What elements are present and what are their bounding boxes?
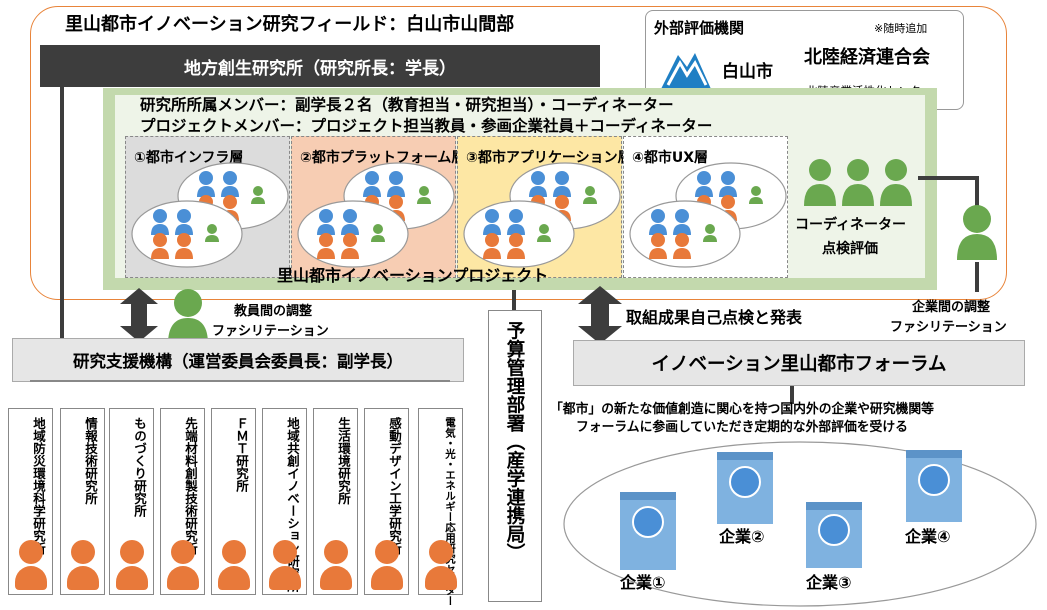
person-icon: [273, 540, 297, 564]
regional-revitalization-institute-bar: 地方創生研究所（研究所長：学長）: [40, 45, 600, 87]
double-arrow-right-icon: [578, 286, 622, 344]
faculty-coord-line2: ファシリテーション: [212, 324, 329, 339]
person-body-icon: [15, 566, 47, 590]
institute-box: 地域防災環境科学研究所: [8, 408, 53, 595]
evaluators-note: ※随時追加: [874, 22, 928, 35]
coordinator-label: コーディネーター: [795, 217, 907, 233]
person-icon: [71, 540, 95, 564]
layer-label: ②都市プラットフォーム層: [300, 150, 466, 166]
evaluator-org: 北陸経済連合会: [804, 47, 930, 68]
faculty-coord-line1: 教員間の調整: [234, 304, 313, 319]
budget-department-box: 予算管理部署（産学連携局）: [488, 310, 542, 602]
double-arrow-left-icon: [120, 288, 158, 342]
institute-box: 地域共創イノベーション研究所: [262, 408, 307, 595]
layer-label: ③都市アプリケーション層: [466, 150, 632, 166]
connector-line: [60, 86, 64, 338]
person-body-icon: [167, 566, 199, 590]
institute-name: 先端材料創製技術研究所: [183, 417, 198, 555]
companies-illustration: [563, 441, 1037, 607]
person-body-icon: [320, 566, 352, 590]
institute-name: ものづくり研究所: [132, 417, 147, 517]
company-1-label: 企業①: [620, 573, 666, 592]
company-coord-line1: 企業間の調整: [912, 300, 991, 315]
evaluator-city: 白山市: [722, 62, 773, 82]
company-2-label: 企業②: [719, 527, 765, 546]
company-coord-line2: ファシリテーション: [890, 320, 1007, 335]
faculty-facilitator-icon: [168, 289, 208, 344]
person-icon: [429, 540, 453, 564]
budget-department-label: 予算管理部署（産学連携局）: [504, 321, 525, 562]
person-icon: [324, 540, 348, 564]
layer-label: ①都市インフラ層: [134, 150, 244, 166]
person-icon: [19, 540, 43, 564]
evaluators-heading: 外部評価機関: [654, 19, 745, 37]
self-check-label: 取組成果自己点検と発表: [626, 308, 803, 327]
project-teams-illustration: [125, 160, 789, 276]
company-building-icon: [717, 452, 773, 524]
institute-name: 地域防災環境科学研究所: [31, 417, 46, 555]
person-body-icon: [67, 566, 99, 590]
research-support-org-bar: 研究支援機構（運営委員会委員長：副学長）: [12, 338, 464, 382]
person-icon: [120, 540, 144, 564]
company-building-icon: [906, 450, 962, 522]
person-body-icon: [269, 566, 301, 590]
connector-line: [975, 262, 979, 292]
person-icon: [171, 540, 195, 564]
field-title: 里山都市イノベーション研究フィールド：白山市山間部: [65, 14, 515, 35]
forum-desc-line1: 「都市」の新たな価値創造に関心を持つ国内外の企業や研究機関等: [550, 402, 934, 417]
person-body-icon: [425, 566, 457, 590]
institute-box: ものづくり研究所: [109, 408, 154, 595]
institute-box: 生活環境研究所: [313, 408, 358, 595]
institute-name: 感動デザイン工学研究所: [387, 417, 402, 555]
institute-name: 情報技術研究所: [83, 417, 98, 505]
innovation-forum-bar: イノベーション里山都市フォーラム: [573, 340, 1025, 386]
connector-line: [975, 176, 979, 206]
person-body-icon: [371, 566, 403, 590]
coordinators-icon: [804, 159, 912, 206]
hakusan-city-logo-icon: [661, 53, 711, 89]
company-building-icon: [806, 502, 862, 568]
inspection-label: 点検評価: [822, 241, 878, 257]
members-line-1: 研究所所属メンバー：副学長２名（教育担当・研究担当）・コーディネーター: [140, 96, 674, 114]
company-3-label: 企業③: [806, 573, 852, 592]
institute-box: 感動デザイン工学研究所: [364, 408, 409, 595]
institute-box: 情報技術研究所: [60, 408, 105, 595]
members-line-2: プロジェクトメンバー：プロジェクト担当教員・参画企業社員＋コーディネーター: [140, 117, 713, 135]
person-body-icon: [218, 566, 250, 590]
connector-line: [512, 290, 516, 310]
company-4-label: 企業④: [905, 527, 951, 546]
institute-name: 生活環境研究所: [336, 417, 351, 505]
layer-label: ④都市UX層: [632, 150, 709, 166]
person-icon: [375, 540, 399, 564]
forum-desc-line2: フォーラムに参画していただき定期的な外部評価を受ける: [576, 420, 908, 435]
institute-box: ＦＭＴ研究所: [211, 408, 256, 595]
institute-name: ＦＭＴ研究所: [234, 417, 249, 492]
person-body-icon: [116, 566, 148, 590]
person-icon: [222, 540, 246, 564]
connector-line: [790, 384, 794, 404]
project-name: 里山都市イノベーションプロジェクト: [277, 266, 549, 285]
institutes-connector: [30, 380, 450, 382]
company-facilitator-icon: [957, 205, 997, 260]
institute-box: 先端材料創製技術研究所: [160, 408, 205, 595]
institute-box: 電気・光・エネルギー応用研究センター: [418, 408, 463, 606]
connector-line: [918, 176, 978, 180]
company-building-icon: [620, 492, 676, 570]
